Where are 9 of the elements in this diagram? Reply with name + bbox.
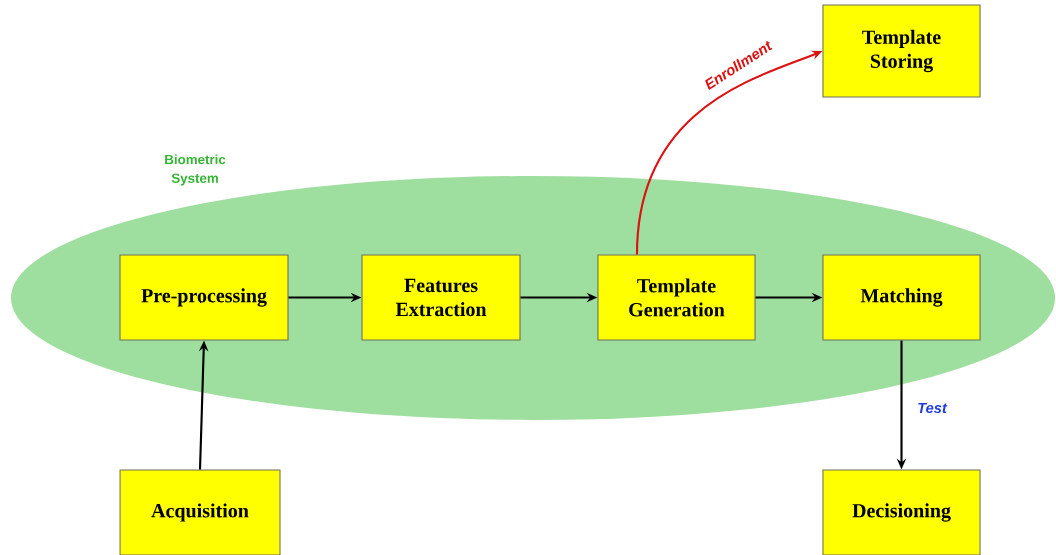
edge-label: Test [918,402,948,414]
process-box: Pre-processing [119,254,289,341]
process-box: Matching [822,254,981,341]
process-box: Features Extraction [361,254,521,341]
group-heading: Biometric System [165,154,226,186]
process-box: Acquisition [119,469,281,555]
process-box: Template Generation [597,254,756,341]
process-box: Decisioning [822,469,981,555]
process-box: Template Storing [822,4,981,98]
